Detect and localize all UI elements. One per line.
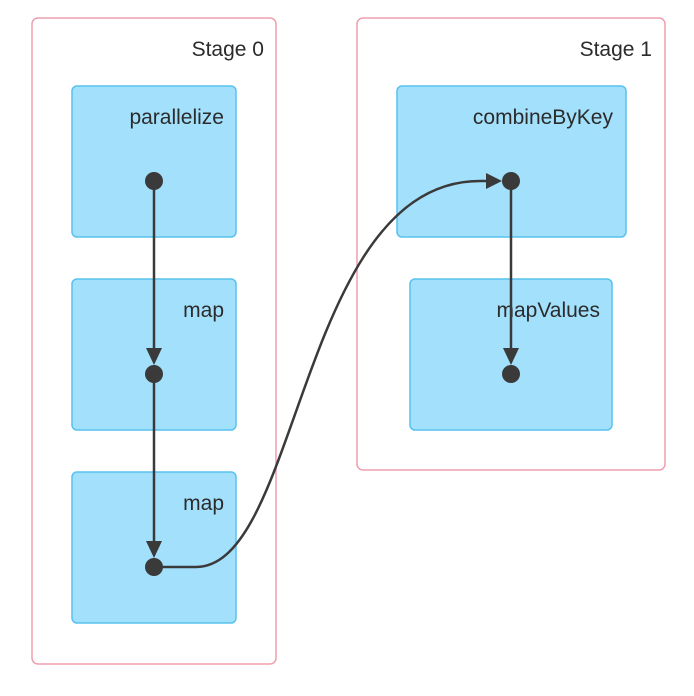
edge-map-to-combinebykey <box>154 179 494 569</box>
rdd-node-parallelize[interactable] <box>145 172 163 190</box>
rdd-node-combinebykey[interactable] <box>502 172 520 190</box>
op-label-parallelize: parallelize <box>129 106 224 129</box>
edges <box>146 173 519 569</box>
rdd-node-mapvalues[interactable] <box>502 365 520 383</box>
rdd-node-map-1[interactable] <box>145 365 163 383</box>
arrowhead-icon <box>503 348 519 365</box>
arrowhead-icon <box>486 173 502 189</box>
op-label-combinebykey: combineByKey <box>473 106 614 129</box>
op-label-mapvalues: mapValues <box>496 299 600 322</box>
rdd-node-map-2[interactable] <box>145 558 163 576</box>
rdd-nodes <box>145 172 520 576</box>
op-label-map-2: map <box>183 492 224 515</box>
stage-1-label: Stage 1 <box>580 38 652 61</box>
arrowhead-icon <box>146 541 162 558</box>
stage-0-label: Stage 0 <box>192 38 264 61</box>
arrowhead-icon <box>146 348 162 365</box>
stage-0-op-parallelize[interactable]: parallelize <box>71 85 237 238</box>
op-label-map-1: map <box>183 299 224 322</box>
